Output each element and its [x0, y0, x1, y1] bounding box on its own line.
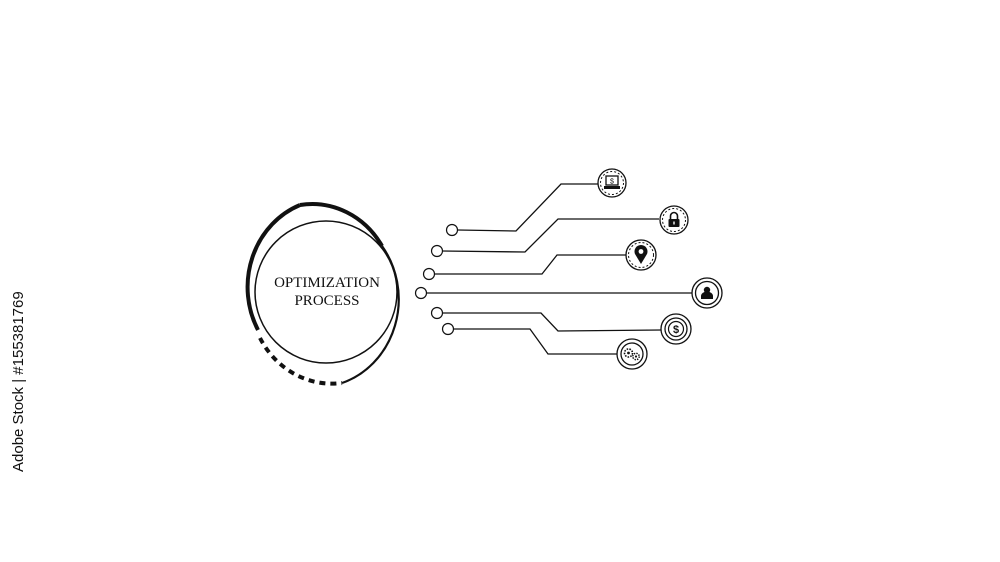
badge-user: [691, 277, 723, 309]
badge-ring-inner: [694, 280, 720, 306]
wire-lock: [441, 218, 659, 253]
hub-outer-arc-top: [299, 202, 384, 247]
lock-icon: [668, 211, 680, 227]
node-dot: [414, 286, 428, 300]
node-dot: [445, 223, 459, 237]
dollar-coin-icon: $: [667, 320, 685, 338]
badge-ring-inner: [664, 317, 688, 341]
central-hub: OPTIMIZATION PROCESS: [245, 202, 400, 386]
hub-inner-ring: [254, 220, 398, 364]
badge-gears: [616, 338, 648, 370]
hub-title-line1: OPTIMIZATION: [274, 275, 380, 291]
node-dot: [430, 244, 444, 258]
hub-outer-arc-left: [245, 203, 301, 331]
badge-laptop: $: [597, 168, 627, 198]
user-icon: [701, 286, 713, 299]
wire-gears: [453, 328, 618, 355]
svg-text:$: $: [610, 179, 614, 186]
badge-ring-inner: [620, 342, 644, 366]
wire-laptop: [457, 183, 598, 232]
hub-outer-arc-dashed: [258, 337, 343, 386]
wire-dollar: [442, 312, 662, 332]
svg-text:$: $: [673, 324, 679, 336]
wire-map-pin: [434, 254, 626, 275]
badge-lock: [659, 205, 689, 235]
badge-dollar: $: [660, 313, 692, 345]
badge-map-pin: [625, 239, 657, 271]
badge-ring-dashed: [600, 171, 624, 195]
wire-start-nodes: [414, 223, 459, 336]
laptop-dollar-icon: $: [604, 175, 620, 189]
node-dot: [441, 322, 455, 336]
circuit-wires: [427, 183, 694, 355]
gears-icon: [623, 348, 640, 361]
badge-ring: [597, 168, 627, 198]
node-dot: [430, 306, 444, 320]
badge-ring-dashed: [662, 208, 686, 232]
stock-id-watermark: Adobe Stock | #155381769: [10, 291, 27, 472]
map-pin-icon: [634, 245, 648, 264]
hub-title-line2: PROCESS: [294, 293, 359, 309]
badge-ring-dashed: [628, 242, 654, 268]
hub-outer-arc-right: [341, 245, 400, 385]
node-dot: [422, 267, 436, 281]
